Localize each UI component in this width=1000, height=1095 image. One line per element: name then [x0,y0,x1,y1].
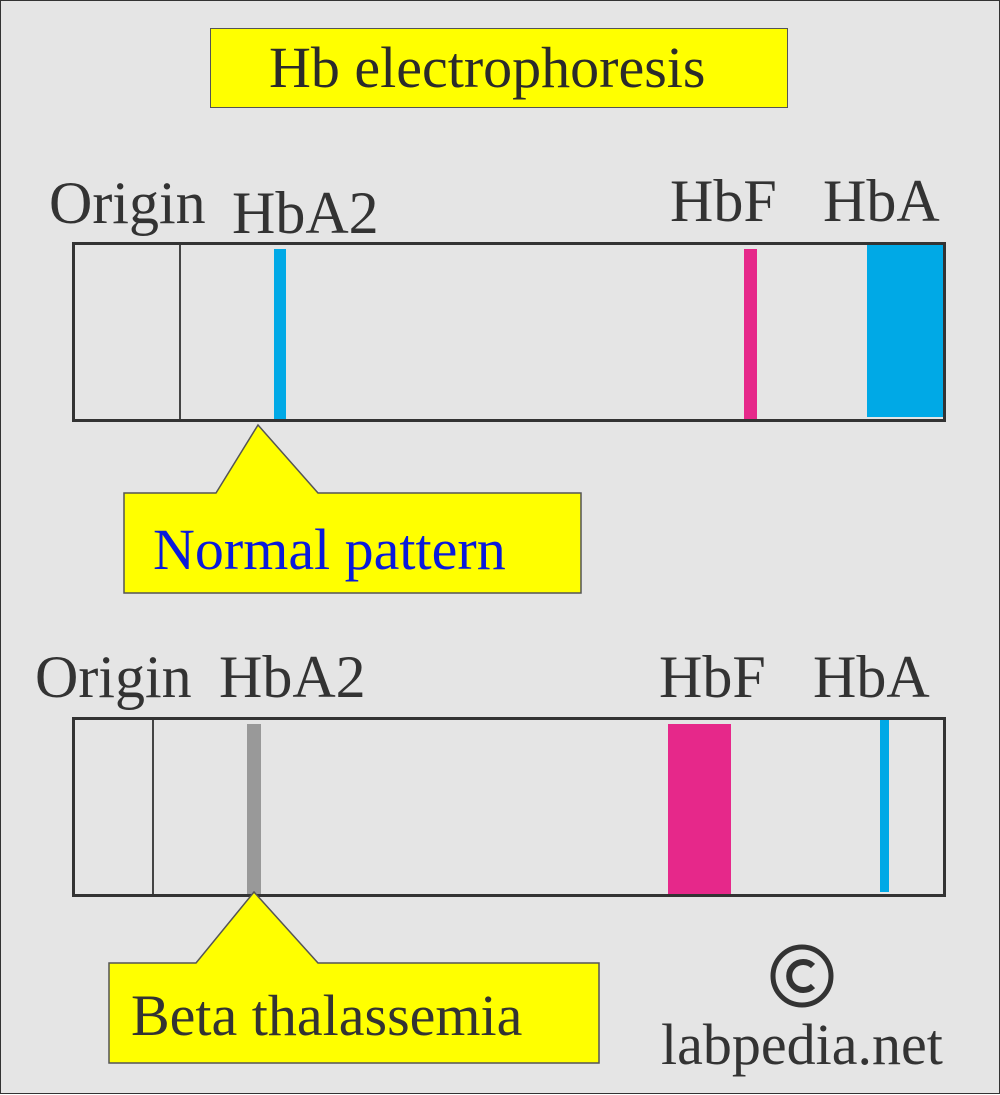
hba2-band [274,249,286,419]
hba2-label-normal: HbA2 [232,180,379,246]
electrophoresis-strip-beta [72,717,946,897]
hbf-label-normal: HbF [670,168,777,234]
callout-text-beta: Beta thalassemia [131,983,523,1048]
hbf-band [668,724,731,894]
hba-band [880,720,889,892]
hba-band [867,245,943,417]
origin-line [152,720,154,894]
site-watermark: labpedia.net [661,1012,943,1077]
hba-label-normal: HbA [823,168,940,234]
electrophoresis-strip-normal [72,242,946,422]
hba-label-beta: HbA [813,644,930,710]
diagram-title: Hb electrophoresis [269,35,706,100]
hba2-band [247,724,261,894]
hbf-label-beta: HbF [659,644,766,710]
hba2-label-beta: HbA2 [219,644,366,710]
origin-label-beta: Origin [35,644,192,710]
callout-text-normal: Normal pattern [153,517,506,582]
origin-label-normal: Origin [49,170,206,236]
copyright-icon [770,944,834,1008]
hbf-band [744,249,757,419]
title-box [210,28,788,108]
origin-line [179,245,181,419]
